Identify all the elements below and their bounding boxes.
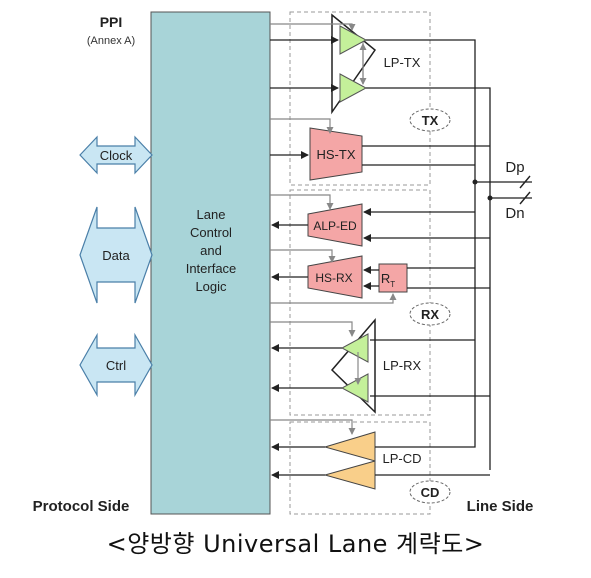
dn-label: Dn [505,205,524,222]
lp-rx-label: LP-RX [383,358,422,373]
figure-caption: <양방향 Universal Lane 계략도> [106,530,485,558]
alp-ed-label: ALP-ED [313,219,357,233]
annex-label: (Annex A) [87,35,135,47]
lp-tx-outer-shape [331,13,377,115]
dn-pin-icon [519,191,531,205]
ctrl-label: Ctrl [106,358,126,373]
rt-subscript: T [390,280,395,289]
hs-rx-block [307,255,363,299]
tx-label: TX [422,113,439,128]
logic-line-5: Logic [195,279,227,294]
ctrl-arrow [79,332,153,398]
lp-rx-receiver-top [340,333,369,363]
cd-label: CD [421,485,440,500]
lp-rx-outer-shape [330,317,376,414]
rt-label: RT [381,271,395,289]
dp-pin-icon [519,175,531,189]
ppi-label: PPI [100,14,123,30]
lp-cd-label: LP-CD [382,451,421,466]
cd-oval [409,480,451,504]
lp-cd-bottom [323,460,376,490]
clock-label: Clock [100,148,133,163]
rx-oval [409,302,451,326]
data-arrow [79,206,153,304]
junction-dots [472,179,493,201]
data-label: Data [102,248,130,263]
hs-tx-block [309,127,363,181]
logic-line-4: Interface [186,261,237,276]
protocol-side-label: Protocol Side [33,498,130,515]
enable-arrows [270,23,397,435]
lp-cd-top [323,431,376,462]
lp-tx-driver-bottom [339,73,368,103]
lp-tx-label: LP-TX [384,55,421,70]
lp-tx-driver-top [339,25,368,55]
hs-rx-label: HS-RX [315,271,352,285]
hs-tx-label: HS-TX [317,147,356,162]
clock-arrow [79,135,153,175]
tx-oval [409,108,451,132]
cd-group-box [289,421,431,515]
rx-label: RX [421,307,439,322]
logic-line-3: and [200,243,222,258]
dp-label: Dp [505,159,524,176]
alp-ed-block [307,203,363,247]
universal-lane-diagram: PPI (Annex A) Lane Control and Interface… [33,11,534,515]
logic-line-2: Control [190,225,232,240]
rt-block [378,263,408,293]
tx-group-box [289,11,431,186]
line-side-label: Line Side [467,498,534,515]
logic-line-1: Lane [197,207,226,222]
signal-wires [270,36,532,479]
lane-control-logic-block [150,11,271,515]
